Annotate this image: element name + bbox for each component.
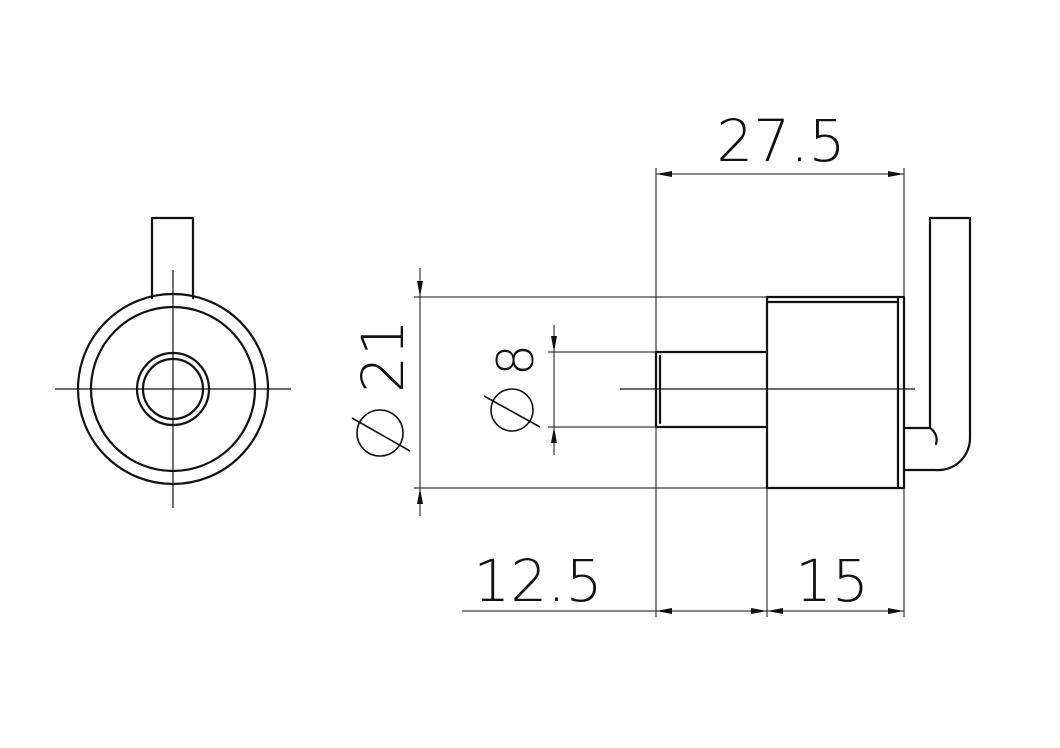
dim-stem-dia-arrow-top	[551, 336, 557, 352]
side-lever	[902, 216, 972, 472]
dim-body-arrow-left	[767, 608, 783, 614]
dim-overall-arrow-right	[888, 171, 904, 177]
side-view	[620, 216, 972, 490]
dim-body-dia-arrow-top	[417, 281, 423, 297]
dim-body-dia-arrow-bottom	[417, 488, 423, 504]
body-diameter-symbol	[351, 409, 411, 457]
dim-stem-arrow-right	[751, 608, 767, 614]
diameter-symbols	[351, 388, 541, 457]
dim-body-diameter-label: 21	[349, 319, 417, 393]
dim-overall-label: 27.5	[716, 107, 845, 175]
front-handle	[150, 216, 195, 300]
dim-stem-diameter-label: 8	[487, 344, 545, 376]
dim-stem-dia-arrow-bottom	[551, 427, 557, 443]
stem-diameter-symbol	[483, 388, 541, 432]
dim-body-arrow-right	[888, 608, 904, 614]
side-body	[765, 295, 906, 490]
dim-body-length-label: 15	[795, 547, 869, 615]
dimension-lines	[414, 168, 905, 617]
dim-stem-length-label: 12.5	[473, 547, 602, 615]
dim-stem-arrow-left	[656, 608, 672, 614]
dim-overall-arrow-left	[656, 171, 672, 177]
front-view	[55, 216, 291, 508]
side-lever-inner-curve	[928, 426, 938, 446]
